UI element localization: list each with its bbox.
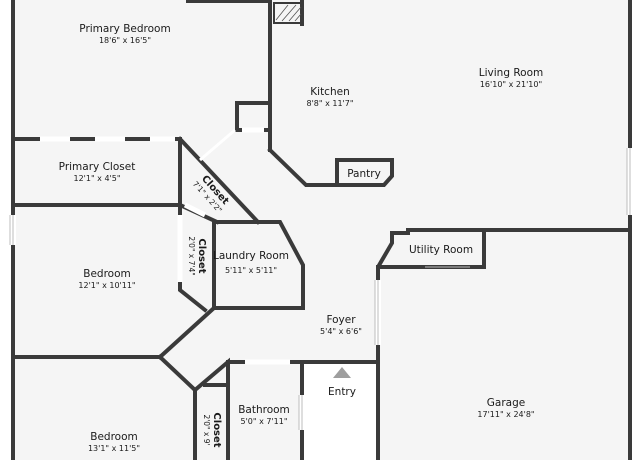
label-laundry-room-dims: 5'11" x 5'11"	[225, 266, 277, 275]
wall-kitchen-island	[267, 147, 339, 187]
dims-foyer: 5'4" x 6'6"	[320, 327, 362, 336]
dims-bathroom: 5'0" x 7'11"	[240, 417, 287, 426]
entry-area	[304, 362, 378, 460]
wall-kitchen-left	[235, 0, 272, 132]
dims-closet-vert-upper: 2'0" x 7'4"	[187, 236, 196, 275]
dims-closet-vert-lower: 2'0" x 9'	[202, 414, 211, 445]
wall-bedroom1-diag	[157, 305, 217, 360]
label-laundry-room: Laundry Room	[213, 250, 289, 262]
label-closet-vert-upper: Closet	[196, 238, 207, 273]
dims-bedroom-1: 12'1" x 10'11"	[78, 281, 135, 290]
label-closet-vert-lower: Closet	[211, 412, 222, 447]
label-kitchen: Kitchen	[310, 86, 349, 98]
label-bathroom: Bathroom	[238, 404, 290, 416]
label-utility-room: Utility Room	[409, 244, 473, 256]
label-garage: Garage	[487, 397, 525, 409]
dims-living-room: 16'10" x 21'10"	[480, 80, 542, 89]
label-entry: Entry	[328, 386, 356, 398]
wall-pantry	[335, 158, 394, 187]
label-primary-closet: Primary Closet	[59, 161, 136, 173]
wall-garage-left	[376, 231, 394, 460]
label-bedroom-1: Bedroom	[83, 268, 131, 280]
thin-lines	[9, 148, 631, 430]
label-foyer: Foyer	[326, 314, 356, 326]
dims-garage: 17'11" x 24'8"	[477, 410, 534, 419]
label-living-room: Living Room	[479, 67, 543, 79]
dims-primary-closet: 12'1" x 4'5"	[73, 174, 120, 183]
outside-right	[630, 0, 640, 460]
label-pantry: Pantry	[347, 168, 381, 180]
dims-kitchen: 8'8" x 11'7"	[306, 99, 353, 108]
entry-arrow-icon	[333, 367, 351, 378]
dims-bedroom-2: 13'1" x 11'5"	[88, 444, 140, 453]
wall-laundry	[212, 220, 305, 310]
label-primary-bedroom: Primary Bedroom	[79, 23, 170, 35]
label-bedroom-2: Bedroom	[90, 431, 138, 443]
fireplace-hatch	[275, 4, 302, 22]
wall-closet-diag-upper	[177, 136, 261, 225]
dims-primary-bedroom: 18'6" x 16'5"	[99, 36, 151, 45]
outside-left	[0, 0, 13, 460]
